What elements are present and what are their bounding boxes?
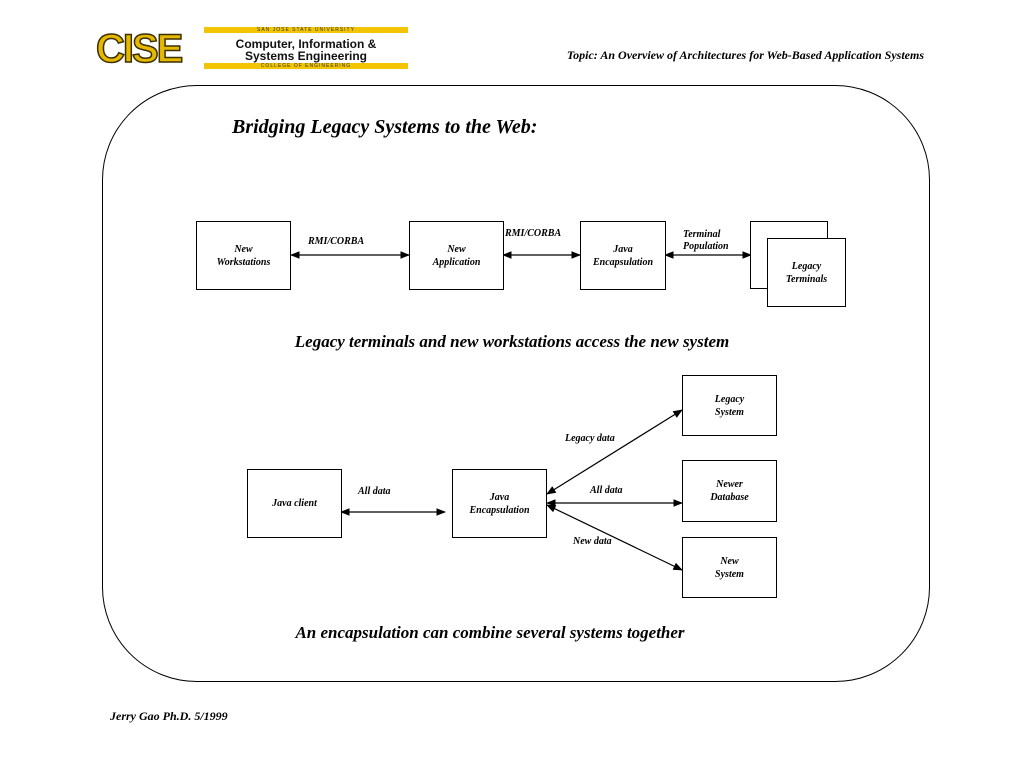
logo-line-1: Computer, Information & <box>235 37 377 51</box>
label-rmi-corba-2: RMI/CORBA <box>505 228 562 239</box>
box-java-client: Java client <box>247 469 342 538</box>
cise-logo: CISE SAN JOSE STATE UNIVERSITY Computer,… <box>95 26 408 72</box>
box-java-encapsulation-2: Java Encapsulation <box>452 469 547 538</box>
label-all-data-left: All data <box>358 486 391 497</box>
topic-header: Topic: An Overview of Architectures for … <box>566 48 924 62</box>
label-rmi-corba-1: RMI/CORBA <box>308 236 365 247</box>
slide-frame <box>102 85 930 682</box>
cise-logo-mark: CISE <box>95 26 184 72</box>
caption-diagram-1: Legacy terminals and new workstations ac… <box>294 332 730 351</box>
label-all-data-right: All data <box>590 485 623 496</box>
box-java-encapsulation-1: Java Encapsulation <box>580 221 666 290</box>
cise-logo-band: SAN JOSE STATE UNIVERSITY Computer, Info… <box>204 27 408 69</box>
arrow-encapsulation-newsystem <box>546 504 683 571</box>
caption-diagram-2: An encapsulation can combine several sys… <box>295 623 685 642</box>
label-new-data: New data <box>573 536 612 547</box>
box-new-application: New Application <box>409 221 504 290</box>
box-newer-database: Newer Database <box>682 460 777 522</box>
box-new-system: New System <box>682 537 777 598</box>
logo-line-2: Systems Engineering <box>244 49 368 63</box>
logo-college: COLLEGE OF ENGINEERING <box>260 63 352 69</box>
box-legacy-system: Legacy System <box>682 375 777 436</box>
arrow-encapsulation-legacy <box>546 409 683 495</box>
logo-university: SAN JOSE STATE UNIVERSITY <box>257 27 355 33</box>
label-legacy-data: Legacy data <box>565 433 615 444</box>
box-new-workstations: New Workstations <box>196 221 291 290</box>
footer-author-date: Jerry Gao Ph.D. 5/1999 <box>110 709 228 723</box>
box-legacy-terminals: Legacy Terminals <box>767 238 846 307</box>
label-terminal-population: Terminal Population <box>683 229 729 252</box>
slide-title: Bridging Legacy Systems to the Web: <box>232 116 538 138</box>
